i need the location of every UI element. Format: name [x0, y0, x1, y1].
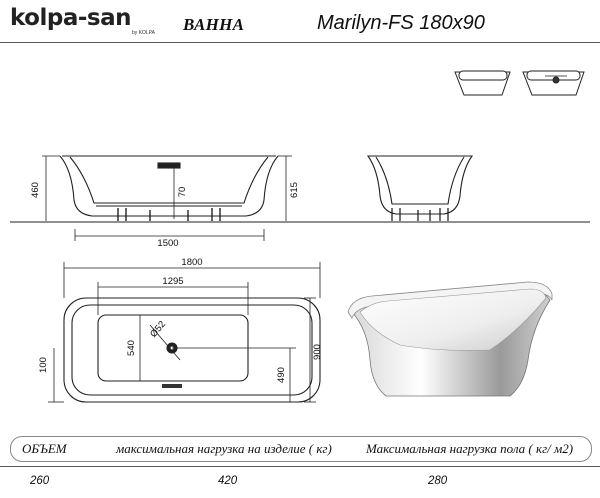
inner-width-label: 540 [126, 340, 137, 356]
total-height-label: 615 [289, 182, 300, 198]
total-width-label: 900 [312, 344, 323, 360]
product-load-label: максимальная нагрузка на изделие ( кг) [116, 441, 332, 456]
front-dimension-lines [42, 155, 292, 241]
product-category: ВАННА [183, 15, 245, 34]
floor-load-label: Максимальная нагрузка пола ( кг/ м2) [366, 441, 574, 456]
tub-render [347, 281, 553, 397]
thumbnail-tub-plain [454, 70, 511, 96]
footer-divider [0, 466, 600, 467]
side-offset-label: 100 [38, 357, 49, 373]
volume-value: 260 [30, 475, 50, 487]
brand-logo: kolpa-san [10, 5, 131, 31]
top-view [63, 297, 321, 403]
drain-height-label: 70 [177, 187, 188, 198]
drain-offset-label: 490 [276, 367, 287, 383]
product-load-value: 420 [218, 475, 238, 487]
side-view [366, 155, 474, 221]
floor-load-value: 280 [428, 475, 448, 487]
top-dimension-lines [48, 262, 321, 403]
thumbnail-tub-with-drain [522, 70, 585, 96]
top-length-label: 1800 [181, 257, 202, 268]
front-height-label: 460 [30, 182, 41, 198]
front-view [59, 155, 279, 221]
brand-subtitle: by KOLPA [132, 30, 155, 36]
front-width-label: 1500 [157, 238, 178, 249]
spec-label-bar [10, 436, 592, 462]
model-name: Marilyn-FS 180x90 [317, 12, 485, 34]
volume-label: ОБЪЕМ [22, 441, 67, 456]
inner-length-label: 1295 [162, 276, 183, 287]
header-divider [0, 42, 600, 43]
